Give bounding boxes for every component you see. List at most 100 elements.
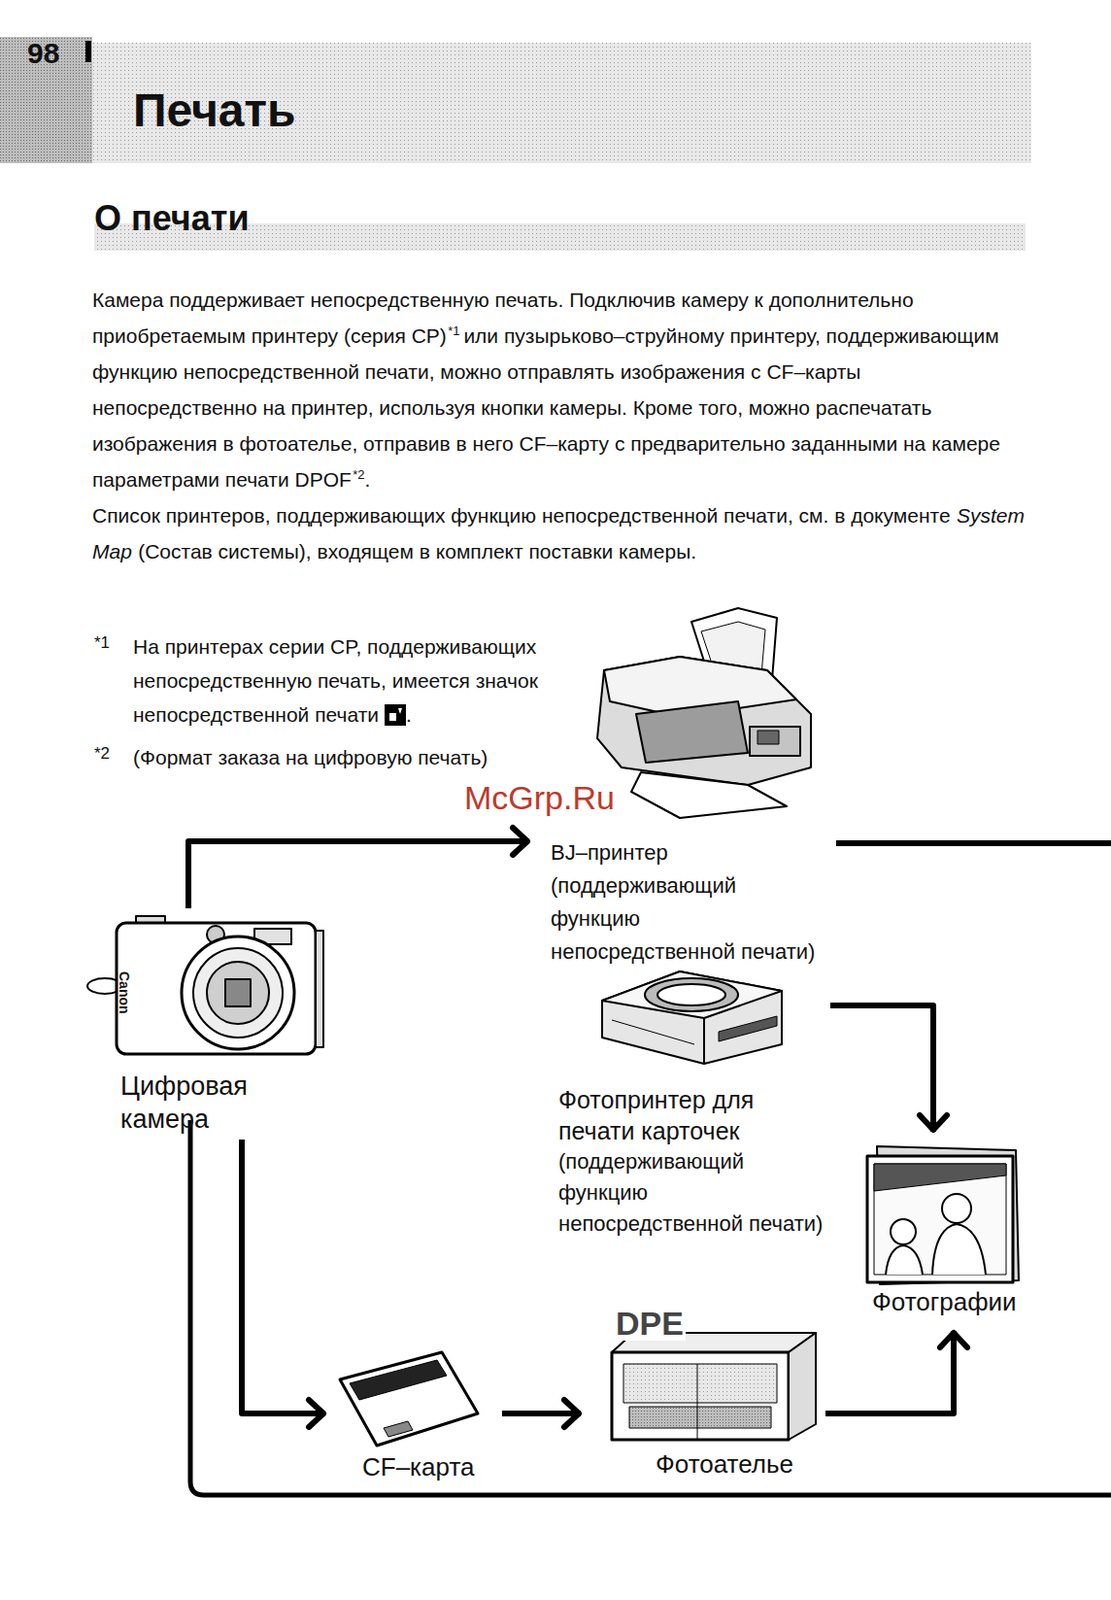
caption: Фотографии bbox=[872, 1284, 1028, 1318]
paragraph-text: Список принтеров, поддерживающих функцию… bbox=[92, 504, 951, 527]
connector-line bbox=[188, 841, 530, 909]
arrow-head bbox=[940, 1332, 968, 1347]
photo-printer-drawing bbox=[602, 971, 782, 1064]
connector-arrow bbox=[241, 1139, 326, 1427]
person-head bbox=[942, 1193, 972, 1223]
studio-counter bbox=[629, 1406, 772, 1428]
node-label: Фотопринтер для печати карточек bbox=[558, 1083, 826, 1146]
paragraph: Камера поддерживает непосредственную печ… bbox=[92, 281, 1030, 498]
printer-top bbox=[602, 971, 782, 1018]
bj-printer-drawing bbox=[597, 607, 811, 818]
direct-print-icon bbox=[384, 704, 406, 726]
connector-line bbox=[241, 1139, 326, 1414]
control-panel bbox=[749, 726, 801, 756]
photo-frame bbox=[874, 1163, 1007, 1275]
header-bar bbox=[92, 42, 1032, 164]
connector-arrow bbox=[502, 1399, 581, 1427]
caption: Фотопринтер для печати карточек(поддержи… bbox=[558, 1083, 826, 1240]
printer-edge bbox=[703, 1017, 706, 1064]
printer-line bbox=[611, 1019, 695, 1044]
offpage-line bbox=[836, 840, 1111, 846]
photos-node: Фотографии bbox=[859, 1131, 1032, 1331]
node-label: Цифровая камера bbox=[120, 1069, 338, 1136]
studio-window bbox=[623, 1363, 777, 1403]
watermark: McGrp.Ru bbox=[464, 778, 615, 817]
footnote-text: . bbox=[405, 703, 412, 726]
lens-ring bbox=[181, 936, 295, 1049]
card-body bbox=[339, 1351, 478, 1446]
printer-body bbox=[602, 971, 782, 1064]
studio-front bbox=[611, 1351, 789, 1440]
footnote-ref: *2 bbox=[352, 467, 365, 482]
person-head bbox=[890, 1218, 916, 1245]
caption: Фотоателье bbox=[655, 1447, 821, 1481]
page-marker bbox=[85, 40, 92, 63]
arrow-head bbox=[919, 1114, 947, 1130]
arrow-head bbox=[512, 827, 528, 855]
connector-line bbox=[830, 1005, 934, 1132]
studio-sign: DPE bbox=[613, 1305, 686, 1341]
printer-node: Фотопринтер для печати карточек(поддержи… bbox=[553, 961, 831, 1244]
page-title: Печать bbox=[133, 83, 297, 137]
printer-front bbox=[636, 701, 748, 763]
header-block bbox=[0, 36, 93, 164]
photos-drawing bbox=[867, 1145, 1019, 1284]
studio-door bbox=[697, 1363, 699, 1440]
camera-side bbox=[315, 930, 324, 1047]
caption: Цифровая камера bbox=[120, 1069, 338, 1136]
photo-front bbox=[867, 1155, 1013, 1282]
paper-slot bbox=[718, 1015, 777, 1042]
photo-sky bbox=[874, 1163, 1007, 1191]
icon-glyph bbox=[389, 707, 403, 721]
node-label: BJ–принтер (поддерживающий функцию непос… bbox=[550, 836, 828, 969]
footnote: На принтерах серии CP, поддерживающих не… bbox=[133, 629, 575, 732]
node-label: CF–карта bbox=[362, 1449, 499, 1483]
node-label: Фотоателье bbox=[655, 1447, 821, 1481]
footnote-mark: *1 bbox=[94, 633, 110, 653]
offpage-line bbox=[190, 1119, 1111, 1495]
arrow-head bbox=[564, 1399, 579, 1427]
camera-drawing bbox=[87, 915, 324, 1054]
header-band bbox=[0, 36, 1032, 164]
lens-glass bbox=[225, 978, 251, 1007]
camera-body bbox=[116, 922, 316, 1054]
arrow-head bbox=[308, 1399, 324, 1427]
lens-inner bbox=[206, 961, 270, 1024]
studio-side bbox=[788, 1332, 816, 1440]
footnote-text: (Формат заказа на цифровую печать) bbox=[133, 740, 575, 775]
printer-screen bbox=[757, 730, 779, 744]
page-number: 98 bbox=[27, 36, 60, 70]
paragraph-text: или пузырьково–струйному принтеру, подде… bbox=[92, 324, 1001, 491]
printer-dial-inner bbox=[657, 983, 726, 1006]
paragraph-text: (Состав системы), входящем в комплект по… bbox=[137, 539, 697, 563]
person-body bbox=[932, 1223, 986, 1275]
connector-arrow bbox=[830, 1005, 947, 1132]
camera-node: Цифровая камера bbox=[106, 908, 342, 1140]
brand-mark: Canon bbox=[116, 971, 133, 1014]
icon-ground bbox=[384, 704, 406, 726]
node-label: Фотографии bbox=[872, 1284, 1028, 1318]
connector-arrow bbox=[825, 1330, 968, 1414]
lens-outer bbox=[193, 947, 283, 1038]
node-note: (поддерживающий функцию непосредственной… bbox=[558, 1145, 826, 1240]
paragraph-text: . bbox=[364, 468, 371, 491]
studio-drawing bbox=[611, 1332, 816, 1440]
section-heading: О печати bbox=[94, 198, 250, 239]
footnote-mark: *2 bbox=[94, 743, 110, 764]
studio-node: Фотоателье bbox=[580, 1311, 826, 1486]
caption: CF–карта bbox=[362, 1449, 499, 1483]
card-mark bbox=[383, 1420, 413, 1437]
body-text: Камера поддерживает непосредственную печ… bbox=[92, 281, 1030, 570]
connector-line bbox=[825, 1330, 954, 1414]
printer-body bbox=[597, 656, 811, 785]
cf-card-drawing bbox=[339, 1351, 478, 1446]
output-tray bbox=[631, 772, 787, 818]
caption: BJ–принтер (поддерживающий функцию непос… bbox=[550, 836, 828, 969]
paragraph: Список принтеров, поддерживающих функцию… bbox=[92, 497, 1030, 570]
connector-arrow bbox=[188, 827, 530, 909]
printer-dial bbox=[644, 977, 739, 1011]
footnote-text: На принтерах серии CP, поддерживающих не… bbox=[133, 635, 539, 726]
card-node: CF–карта bbox=[325, 1340, 503, 1487]
person-body bbox=[885, 1245, 923, 1275]
connector-line bbox=[502, 1410, 581, 1416]
